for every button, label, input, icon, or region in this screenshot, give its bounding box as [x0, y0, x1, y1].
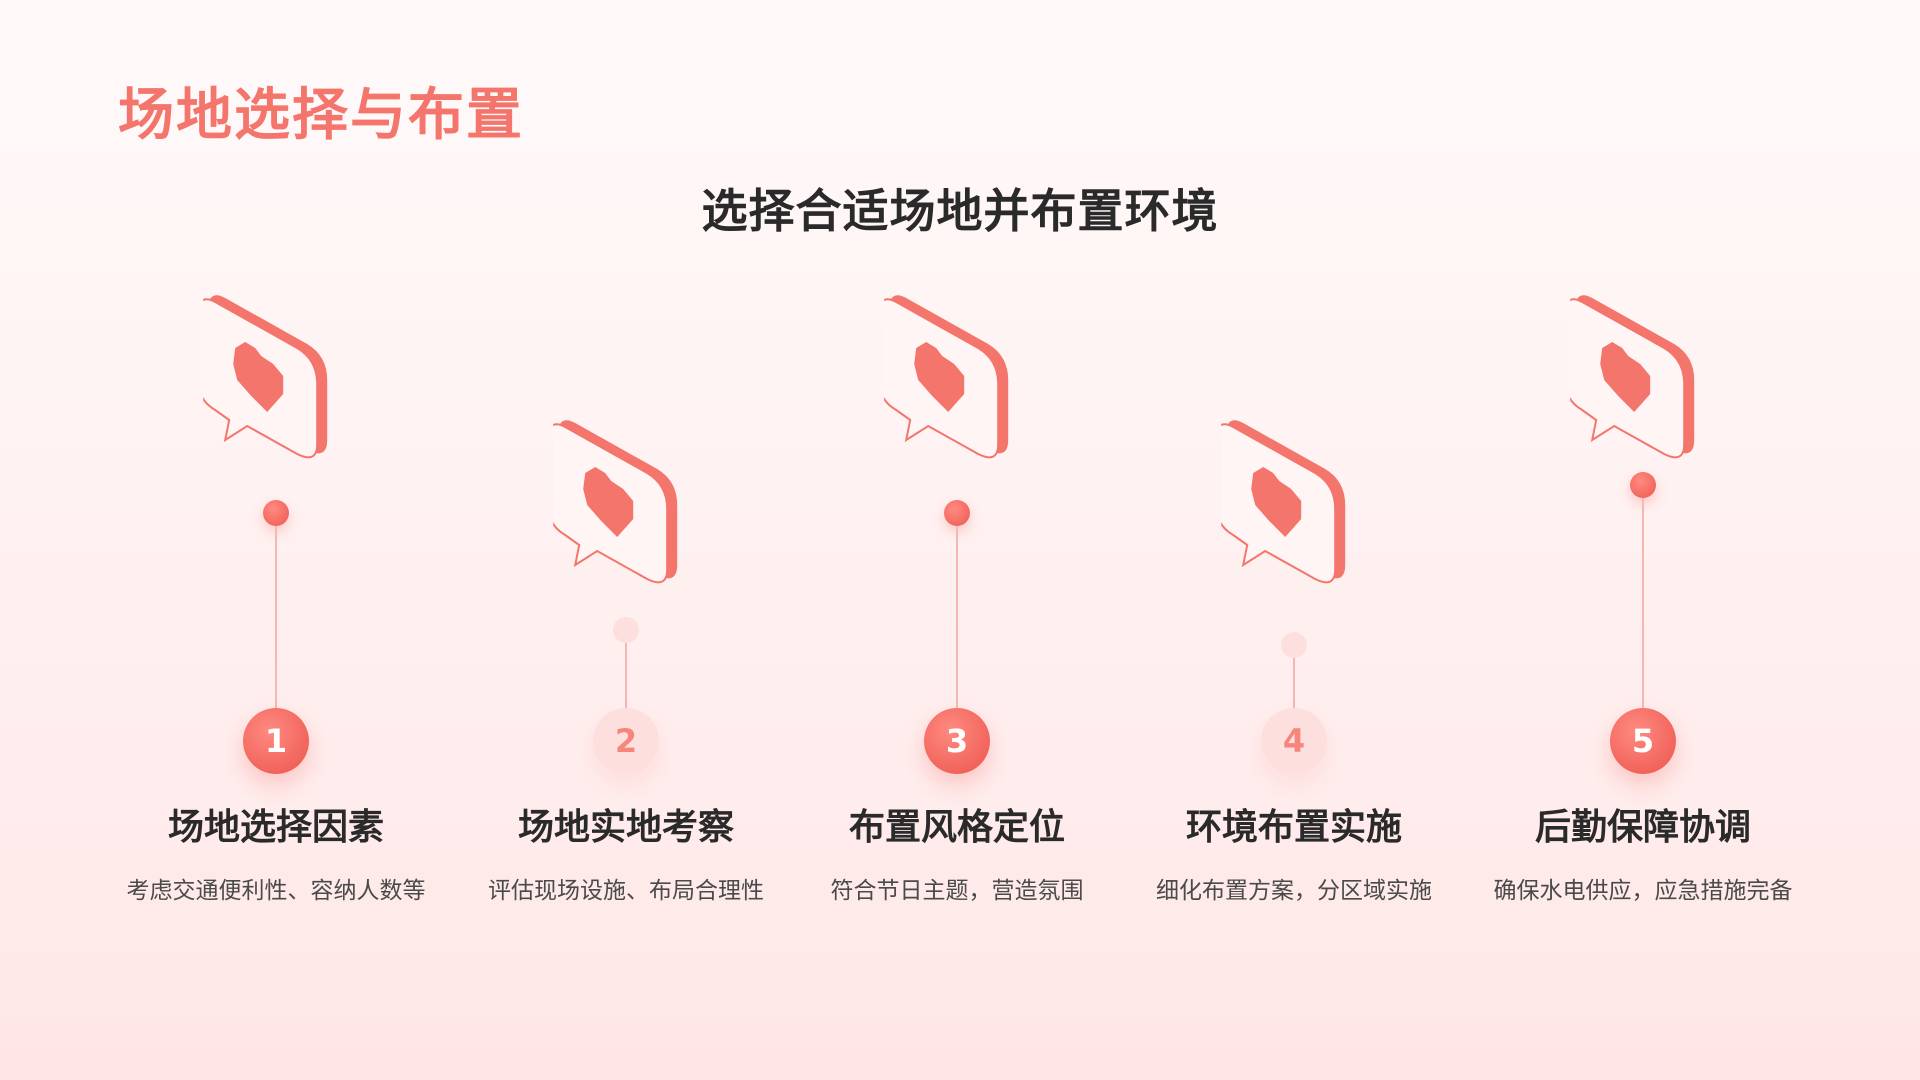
step-number-badge: 3 — [924, 708, 990, 774]
step-number-badge: 1 — [243, 708, 309, 774]
step-5: 5 后勤保障协调 确保水电供应，应急措施完备 — [1463, 0, 1823, 1080]
heart-chat-bubble-icon — [1570, 295, 1695, 459]
step-number-badge: 4 — [1261, 708, 1327, 774]
step-number-badge: 2 — [593, 708, 659, 774]
step-3: 3 布置风格定位 符合节日主题，营造氛围 — [777, 0, 1137, 1080]
timeline-connector — [1293, 658, 1295, 708]
heart-chat-bubble-icon — [553, 420, 678, 584]
timeline-connector — [1642, 498, 1644, 708]
page-title: 场地选择与布置 — [118, 83, 524, 148]
timeline-dot — [1630, 472, 1656, 498]
step-1: 1 场地选择因素 考虑交通便利性、容纳人数等 — [96, 0, 456, 1080]
timeline-connector — [956, 526, 958, 708]
step-description: 细化布置方案，分区域实施 — [1156, 878, 1432, 904]
step-title: 场地选择因素 — [167, 807, 384, 848]
step-description: 考虑交通便利性、容纳人数等 — [126, 878, 426, 904]
step-number-badge: 5 — [1610, 708, 1676, 774]
step-title: 场地实地考察 — [517, 807, 734, 848]
step-4: 4 环境布置实施 细化布置方案，分区域实施 — [1114, 0, 1474, 1080]
heart-chat-bubble-icon — [203, 295, 328, 459]
timeline-dot — [613, 617, 639, 643]
timeline-connector — [275, 526, 277, 708]
step-description: 评估现场设施、布局合理性 — [488, 878, 764, 904]
timeline-dot — [944, 500, 970, 526]
timeline-dot — [263, 500, 289, 526]
timeline-dot — [1281, 632, 1307, 658]
heart-chat-bubble-icon — [1221, 420, 1346, 584]
step-2: 2 场地实地考察 评估现场设施、布局合理性 — [446, 0, 806, 1080]
page-subtitle: 选择合适场地并布置环境 — [701, 184, 1219, 238]
heart-chat-bubble-icon — [884, 295, 1009, 459]
step-description: 符合节日主题，营造氛围 — [830, 878, 1084, 904]
step-title: 环境布置实施 — [1185, 807, 1402, 848]
step-description: 确保水电供应，应急措施完备 — [1493, 878, 1793, 904]
step-title: 后勤保障协调 — [1534, 807, 1751, 848]
timeline-connector — [625, 643, 627, 708]
step-title: 布置风格定位 — [848, 807, 1065, 848]
